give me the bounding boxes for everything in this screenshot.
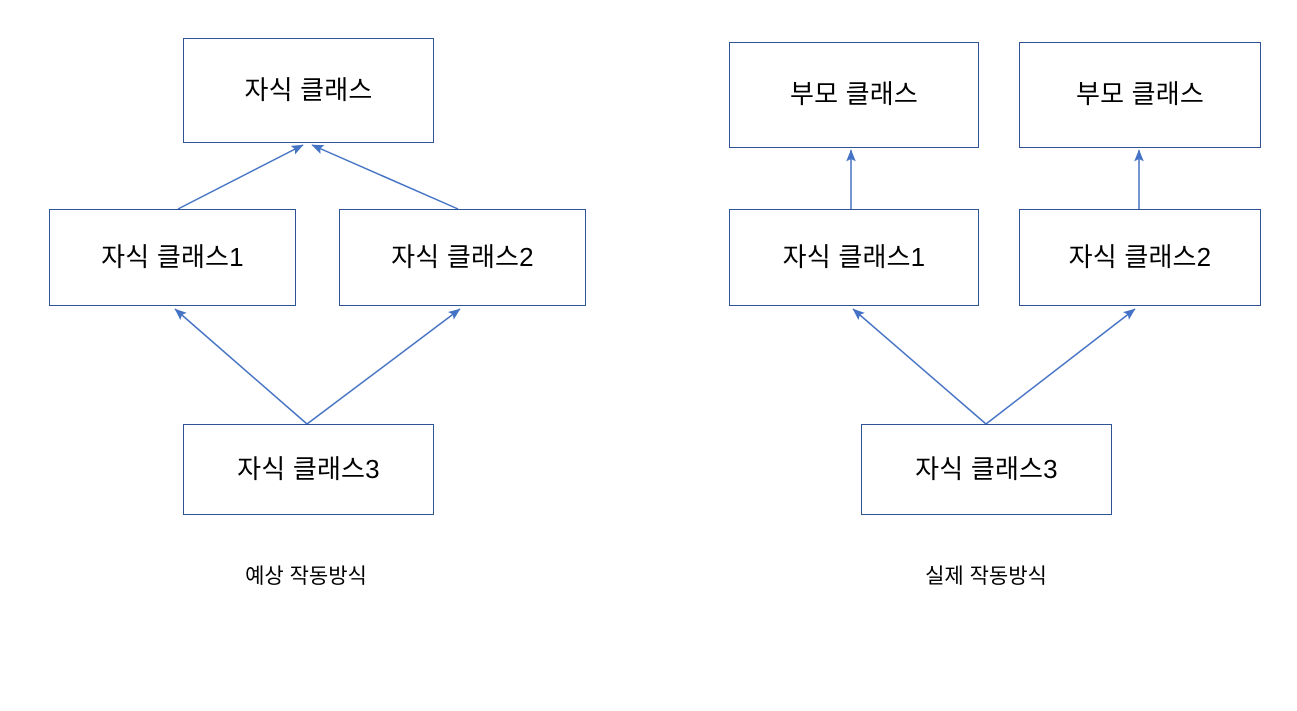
diagram-caption-actual: 실제 작동방식 xyxy=(925,565,1047,588)
class-box-label: 부모 클래스 xyxy=(789,79,919,110)
class-box-expected-child2[interactable]: 자식 클래스2 xyxy=(339,209,586,306)
class-box-actual-child2[interactable]: 자식 클래스2 xyxy=(1019,209,1261,306)
class-box-label: 자식 클래스2 xyxy=(391,241,534,272)
inheritance-arrow-actual-child3-to-child2 xyxy=(985,308,1136,425)
class-box-label: 자식 클래스 xyxy=(244,74,373,105)
class-box-actual-parent1[interactable]: 부모 클래스 xyxy=(729,42,979,148)
class-box-actual-parent2[interactable]: 부모 클래스 xyxy=(1019,42,1261,148)
inheritance-arrow-expected-child2-to-top xyxy=(311,144,459,210)
class-box-label: 자식 클래스3 xyxy=(237,453,380,484)
class-box-label: 자식 클래스1 xyxy=(101,241,244,272)
class-box-expected-child1[interactable]: 자식 클래스1 xyxy=(49,209,296,306)
class-box-label: 자식 클래스2 xyxy=(1068,241,1212,272)
class-box-actual-child1[interactable]: 자식 클래스1 xyxy=(729,209,979,306)
diagram-caption-expected: 예상 작동방식 xyxy=(245,565,367,588)
inheritance-arrow-expected-child3-to-child2 xyxy=(306,308,461,425)
class-box-label: 자식 클래스3 xyxy=(915,453,1058,484)
inheritance-arrow-expected-child1-to-top xyxy=(177,144,304,210)
class-box-label: 부모 클래스 xyxy=(1075,79,1205,110)
class-box-label: 자식 클래스1 xyxy=(782,241,926,272)
inheritance-arrow-actual-child3-to-child1 xyxy=(852,308,987,425)
class-box-expected-top[interactable]: 자식 클래스 xyxy=(183,38,434,143)
class-box-expected-child3[interactable]: 자식 클래스3 xyxy=(183,424,434,515)
inheritance-arrow-expected-child3-to-child1 xyxy=(174,308,308,425)
class-box-actual-child3[interactable]: 자식 클래스3 xyxy=(861,424,1112,515)
